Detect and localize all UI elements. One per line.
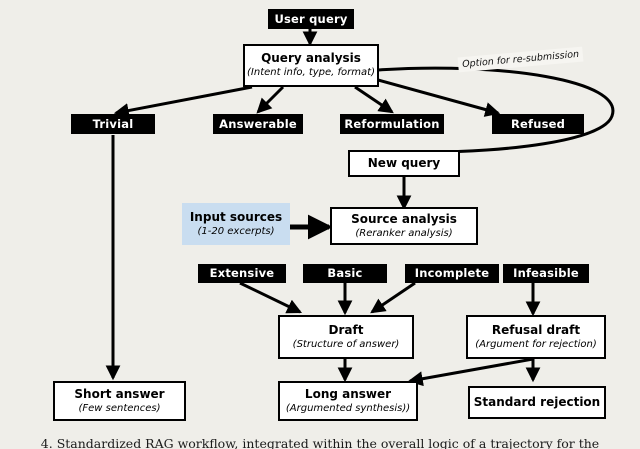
node-input-sources-sublabel: (1-20 excerpts) [197, 225, 275, 237]
edge-refusal-draft-to-long-answer [407, 357, 534, 387]
node-user-query-label: User query [274, 11, 348, 26]
node-query-analysis-sublabel: (Intent info, type, format) [247, 67, 375, 79]
figure-caption: 4. Standardized RAG workflow, integrated… [0, 436, 640, 449]
node-refusal-draft-sublabel: (Argument for rejection) [475, 338, 597, 350]
node-extensive[interactable]: Extensive [198, 264, 286, 283]
node-input-sources-label: Input sources [189, 209, 283, 224]
edge-query-analysis-to-reformulation [354, 85, 394, 114]
edge-query-analysis-to-refused [377, 78, 501, 117]
node-source-analysis-sublabel: (Reranker analysis) [355, 227, 453, 239]
node-draft-label: Draft [328, 322, 364, 337]
node-reformulation[interactable]: Reformulation [340, 114, 444, 134]
node-short-answer[interactable]: Short answer (Few sentences) [53, 381, 186, 421]
edge-extensive-to-draft [239, 281, 303, 314]
node-basic-label: Basic [327, 266, 363, 281]
node-input-sources[interactable]: Input sources (1-20 excerpts) [182, 203, 290, 245]
node-refused[interactable]: Refused [492, 114, 584, 134]
node-refusal-draft-label: Refusal draft [491, 322, 581, 337]
node-long-answer[interactable]: Long answer (Argumented synthesis)) [278, 381, 418, 421]
node-draft[interactable]: Draft (Structure of answer) [278, 315, 414, 359]
node-new-query-label: New query [367, 155, 441, 170]
node-draft-sublabel: (Structure of answer) [292, 338, 400, 350]
node-standard-rejection[interactable]: Standard rejection [468, 386, 606, 419]
node-trivial[interactable]: Trivial [71, 114, 155, 134]
node-infeasible-label: Infeasible [513, 266, 579, 281]
node-query-analysis[interactable]: Query analysis (Intent info, type, forma… [243, 44, 379, 87]
node-standard-rejection-label: Standard rejection [473, 394, 601, 409]
edge-query-analysis-to-trivial [113, 85, 253, 118]
node-answerable-label: Answerable [219, 116, 297, 131]
node-long-answer-sublabel: (Argumented synthesis)) [285, 402, 411, 414]
node-incomplete-label: Incomplete [414, 266, 490, 281]
figure-caption-text: 4. Standardized RAG workflow, integrated… [40, 436, 600, 449]
node-long-answer-label: Long answer [304, 386, 392, 401]
edge-resubmission-loop [377, 66, 615, 154]
edge-incomplete-to-draft [370, 281, 416, 314]
node-refused-label: Refused [510, 116, 566, 131]
node-incomplete[interactable]: Incomplete [405, 264, 499, 283]
node-extensive-label: Extensive [209, 266, 275, 281]
node-trivial-label: Trivial [92, 116, 134, 131]
node-short-answer-sublabel: (Few sentences) [78, 402, 161, 414]
edge-query-analysis-to-answerable [256, 85, 285, 114]
node-refusal-draft[interactable]: Refusal draft (Argument for rejection) [466, 315, 606, 359]
node-answerable[interactable]: Answerable [213, 114, 303, 134]
node-new-query[interactable]: New query [348, 150, 460, 177]
node-reformulation-label: Reformulation [344, 116, 440, 131]
node-user-query[interactable]: User query [268, 9, 354, 29]
node-source-analysis-label: Source analysis [351, 211, 457, 226]
node-short-answer-label: Short answer [74, 386, 165, 401]
node-basic[interactable]: Basic [303, 264, 387, 283]
node-source-analysis[interactable]: Source analysis (Reranker analysis) [330, 207, 478, 245]
node-infeasible[interactable]: Infeasible [503, 264, 589, 283]
node-query-analysis-label: Query analysis [261, 51, 361, 66]
